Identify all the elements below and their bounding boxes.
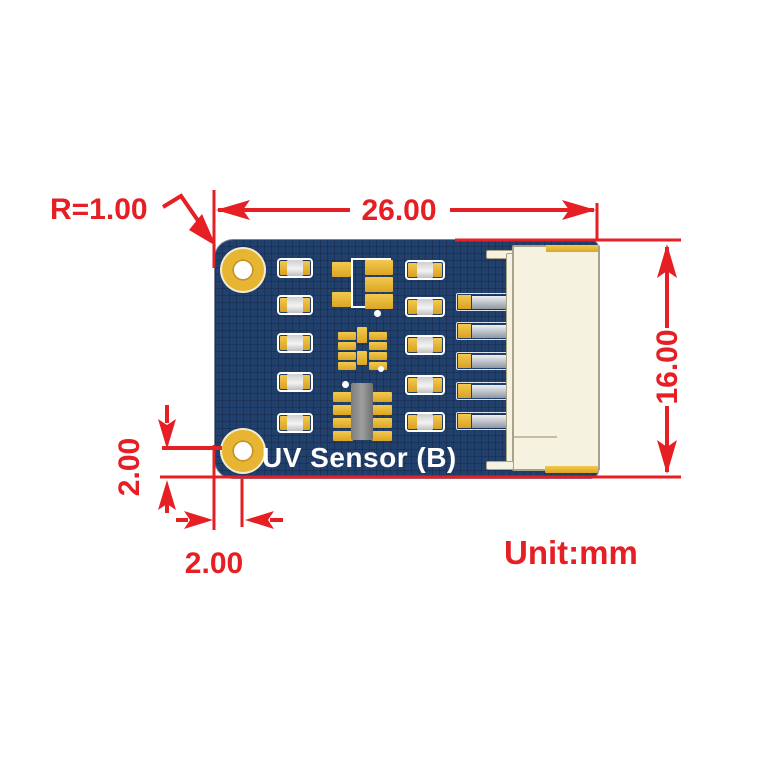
component-body xyxy=(417,414,433,430)
pad xyxy=(372,392,392,402)
pad xyxy=(433,415,442,429)
pad xyxy=(433,378,442,392)
pad xyxy=(333,392,353,402)
pad xyxy=(280,336,289,350)
pad xyxy=(372,431,392,441)
component-body xyxy=(287,415,303,431)
unit-label: Unit:mm xyxy=(504,534,638,571)
pad xyxy=(433,338,442,352)
pad xyxy=(332,292,351,307)
arrowhead-down xyxy=(158,419,176,449)
pad xyxy=(369,332,387,340)
pad xyxy=(357,327,367,343)
connector-mold-line xyxy=(514,436,557,438)
arrowhead-down xyxy=(657,440,677,474)
pad xyxy=(458,324,471,338)
pad xyxy=(408,338,417,352)
pad xyxy=(458,414,471,428)
width-dimension-label: 26.00 xyxy=(361,194,437,227)
pad xyxy=(301,336,310,350)
pad xyxy=(280,375,289,389)
pad xyxy=(301,261,310,275)
arrowhead-right xyxy=(562,200,596,220)
pad xyxy=(301,375,310,389)
pad xyxy=(333,431,353,441)
pad xyxy=(338,332,356,340)
pad xyxy=(301,298,310,312)
pad xyxy=(458,354,471,368)
arrowhead-right xyxy=(184,511,213,529)
arrowhead-up xyxy=(657,244,677,278)
smd-component xyxy=(405,335,445,355)
arrowhead-up xyxy=(158,480,176,510)
pad xyxy=(338,352,356,360)
pad xyxy=(338,362,356,370)
pad xyxy=(333,405,353,415)
arrowhead-left xyxy=(216,200,250,220)
pad xyxy=(369,342,387,350)
smd-component xyxy=(405,412,445,432)
pad xyxy=(408,300,417,314)
pad xyxy=(333,418,353,428)
pad xyxy=(280,416,289,430)
component-body xyxy=(287,297,303,313)
smd-component xyxy=(405,260,445,280)
pad xyxy=(372,418,392,428)
component-body xyxy=(287,374,303,390)
pad xyxy=(357,351,367,365)
connector-wing-bottom xyxy=(486,461,514,470)
pad xyxy=(458,295,471,309)
pin1-dot xyxy=(342,381,349,388)
pad xyxy=(408,263,417,277)
pad xyxy=(301,416,310,430)
pin1-dot xyxy=(374,310,381,317)
pad xyxy=(433,263,442,277)
component-body xyxy=(287,260,303,276)
hole-offset-vertical-label: 2.00 xyxy=(113,437,146,497)
component-body xyxy=(417,337,433,353)
mounting-hole-bottom-left xyxy=(222,430,264,472)
mounting-hole-top-left xyxy=(222,249,264,291)
pad xyxy=(280,261,289,275)
corner-radius-label: R=1.00 xyxy=(50,193,148,226)
chip-body xyxy=(351,383,373,440)
smd-component xyxy=(405,375,445,395)
smd-component xyxy=(405,297,445,317)
connector-solder-pad-bottom xyxy=(545,466,598,473)
pad xyxy=(372,405,392,415)
pad xyxy=(280,298,289,312)
arrowhead-left xyxy=(245,511,274,529)
pad xyxy=(365,277,393,292)
pad xyxy=(369,352,387,360)
pad xyxy=(338,342,356,350)
connector-solder-pad-top xyxy=(546,245,598,252)
smd-component xyxy=(277,333,313,353)
smd-component xyxy=(277,258,313,278)
pad xyxy=(365,260,393,275)
pad xyxy=(332,262,351,277)
smd-component xyxy=(277,372,313,392)
connector-pin xyxy=(456,293,518,311)
component-body xyxy=(287,335,303,351)
hole-offset-horizontal-label: 2.00 xyxy=(184,547,244,580)
board-name-label: UV Sensor (B) xyxy=(262,442,457,473)
pad xyxy=(433,300,442,314)
smd-component xyxy=(277,295,313,315)
arrowhead-corner xyxy=(189,214,216,246)
component-body xyxy=(417,299,433,315)
pad xyxy=(365,294,393,309)
height-dimension-label: 16.00 xyxy=(651,329,684,405)
pad xyxy=(458,384,471,398)
pad xyxy=(408,378,417,392)
component-body xyxy=(417,262,433,278)
pin1-dot xyxy=(378,366,384,372)
component-body xyxy=(417,377,433,393)
pad xyxy=(408,415,417,429)
smd-component xyxy=(277,413,313,433)
